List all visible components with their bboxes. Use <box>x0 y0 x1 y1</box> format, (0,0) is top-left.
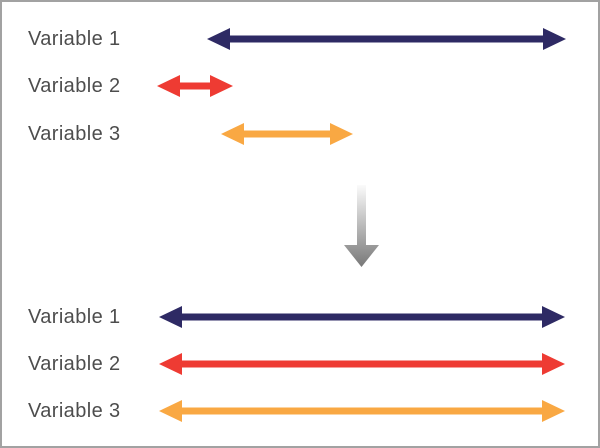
variable-label: Variable 3 <box>28 399 121 422</box>
double-arrow <box>159 353 565 375</box>
variable-row: Variable 2 <box>0 66 600 106</box>
variable-label: Variable 1 <box>28 305 121 328</box>
variable-label: Variable 2 <box>28 74 121 97</box>
double-arrow <box>159 400 565 422</box>
variable-row: Variable 1 <box>0 19 600 59</box>
variable-label: Variable 2 <box>28 352 121 375</box>
variable-label: Variable 1 <box>28 27 121 50</box>
double-arrow <box>221 123 353 145</box>
double-arrow <box>157 75 233 97</box>
double-arrow <box>207 28 566 50</box>
variable-row: Variable 3 <box>0 391 600 431</box>
variable-row: Variable 3 <box>0 114 600 154</box>
transform-down-arrow-icon <box>343 185 379 267</box>
double-arrow <box>159 306 565 328</box>
variable-label: Variable 3 <box>28 122 121 145</box>
variable-row: Variable 2 <box>0 344 600 384</box>
variable-row: Variable 1 <box>0 297 600 337</box>
